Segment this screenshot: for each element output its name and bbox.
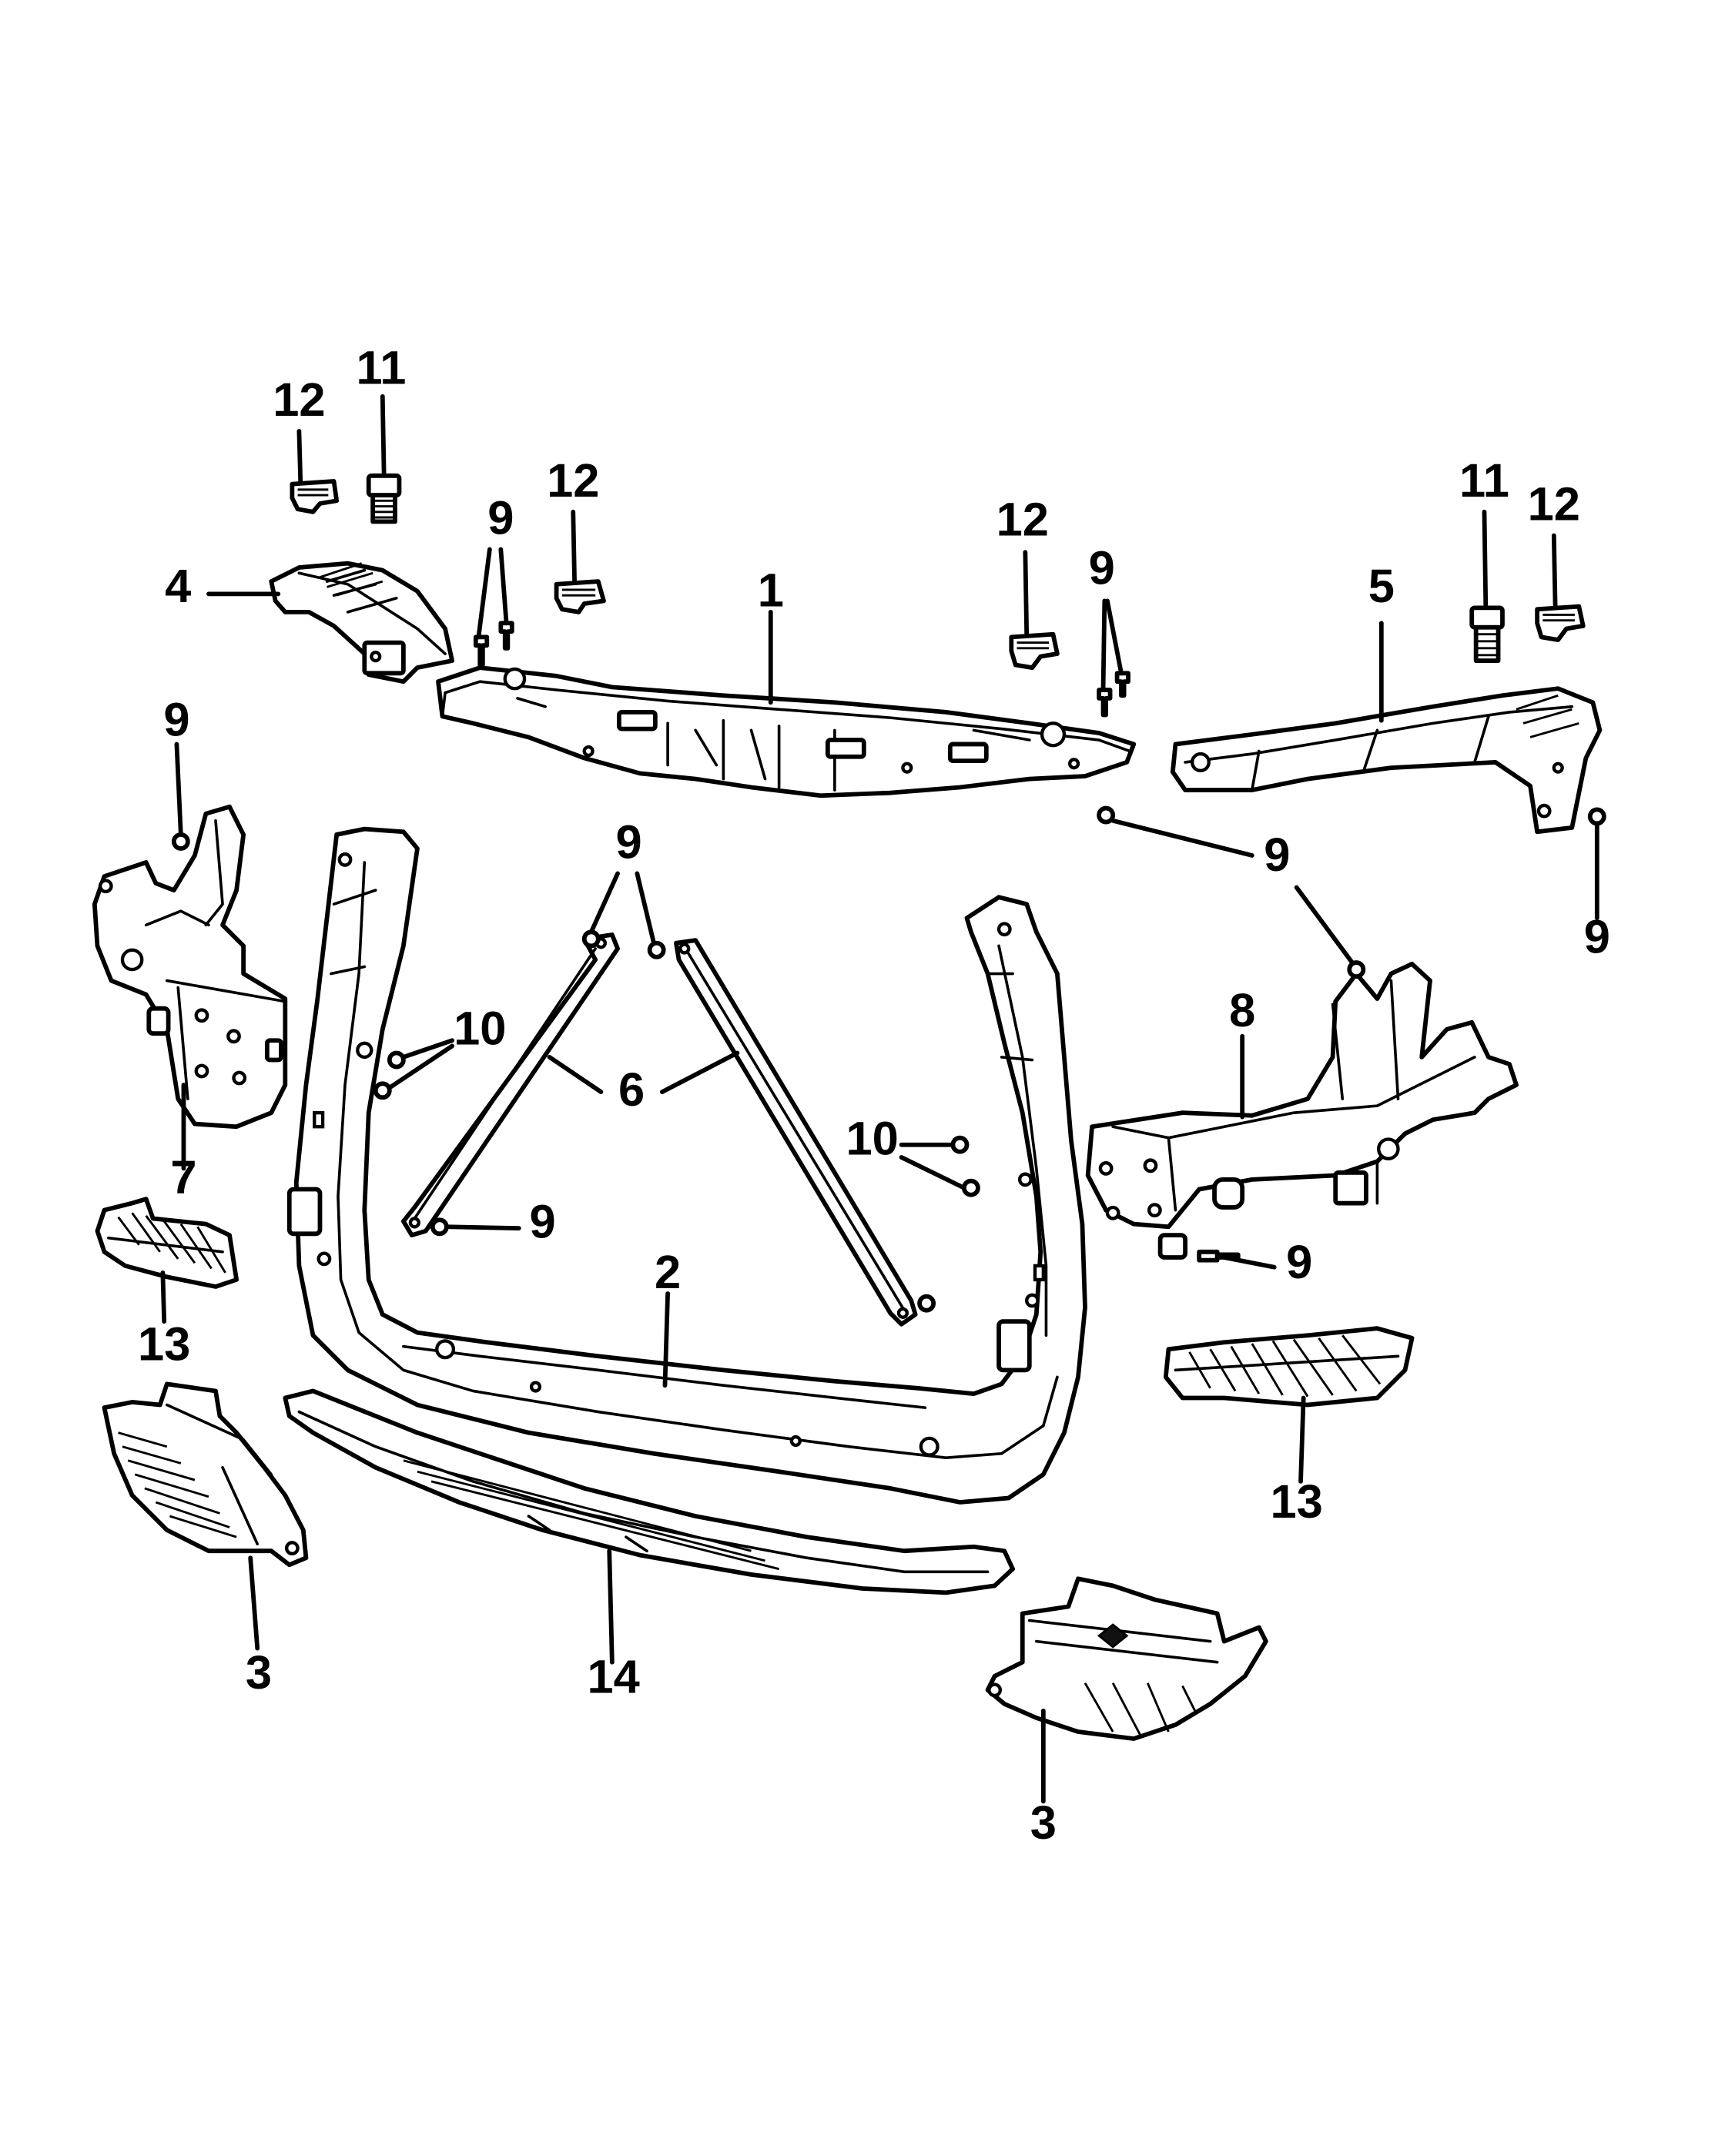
part-6-diagonal-braces (400, 932, 918, 1327)
callout-12-right: 12 (1528, 478, 1580, 531)
callout-8: 8 (1229, 984, 1255, 1037)
callout-9-left-bracket: 9 (163, 694, 189, 747)
part-13-right-bracket (1163, 1326, 1415, 1408)
part-1-upper-crossmember (436, 665, 1137, 798)
part-3-left-deflector (102, 1381, 309, 1568)
part-14-lower-crossmember (283, 1388, 1015, 1595)
callout-7: 7 (170, 1151, 196, 1204)
callout-4: 4 (165, 560, 191, 613)
part-2-radiator-support-frame (286, 826, 1087, 1505)
callout-9-right-center: 9 (1264, 829, 1290, 882)
callout-12-far-left: 12 (273, 373, 325, 427)
part-12-clip-a (290, 479, 340, 514)
callout-11-left: 11 (357, 342, 407, 395)
callout-11-right: 11 (1459, 454, 1509, 507)
callout-5: 5 (1368, 560, 1395, 613)
callout-9-right-bracket: 9 (1286, 1236, 1312, 1289)
callout-6: 6 (618, 1063, 645, 1116)
part-4-left-upper-bracket (269, 561, 454, 685)
callout-12-center: 12 (996, 493, 1049, 546)
callout-14: 14 (587, 1650, 639, 1703)
callout-13-left: 13 (138, 1318, 190, 1371)
callout-3-right: 3 (1030, 1796, 1057, 1850)
callout-labels: 1 2 3 3 4 5 6 7 8 9 9 9 9 9 9 9 9 10 10 … (138, 342, 1610, 1850)
part-7-left-lamp-bracket (92, 804, 288, 1130)
part-8-right-lamp-bracket (1085, 961, 1519, 1260)
part-12-clip-c (1009, 631, 1060, 670)
callout-2: 2 (655, 1246, 681, 1299)
callout-9-crossmember-right: 9 (1089, 542, 1115, 595)
callout-9-brace-bottom: 9 (529, 1196, 555, 1249)
callout-12-left: 12 (547, 454, 599, 507)
part-3-right-deflector (985, 1576, 1268, 1741)
part-5-right-upper-bracket (1170, 686, 1603, 835)
leader-lines (160, 393, 1599, 1804)
callout-9-crossmember-left: 9 (487, 492, 514, 545)
part-12-clip-d (1535, 604, 1586, 642)
callout-13-right: 13 (1270, 1475, 1322, 1528)
part-12-clip-b (554, 579, 606, 614)
callout-3-left: 3 (246, 1646, 272, 1699)
callout-10-right: 10 (846, 1112, 898, 1165)
callout-9-right-edge: 9 (1584, 910, 1610, 963)
part-11-bolt-right (1469, 605, 1505, 663)
callout-10-left: 10 (454, 1003, 506, 1056)
part-11-bolt-left (366, 473, 402, 524)
part-13-left-bracket (95, 1197, 239, 1289)
callout-1: 1 (758, 564, 784, 618)
callout-9-braces-top: 9 (615, 816, 641, 869)
